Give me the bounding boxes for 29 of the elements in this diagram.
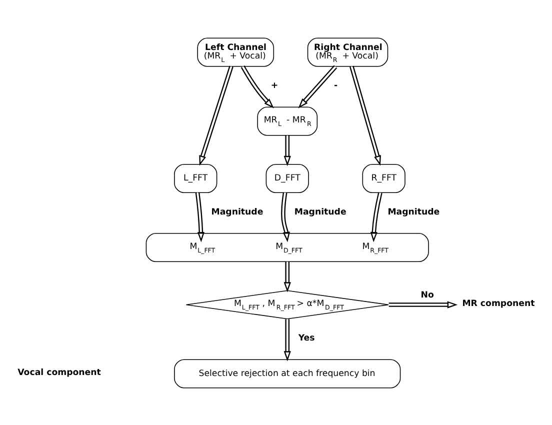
node-box: M$_{L_FFT}$ M$_{D_FFT}$ M$_{R_FFT}$ [146,232,429,262]
edge-label: Magnitude [388,206,440,217]
node-diamond: M$_{L_FFT}$ , M$_{R_FFT}$ > α*M$_{D_FFT}$ [186,290,389,319]
edge-label: - [334,80,338,91]
label: Vocal component [18,368,101,378]
node-text: MR component [462,298,535,309]
node-box: Right Channel (MR$_{R}$ + Vocal) [307,37,388,66]
edge-label: + [270,80,278,91]
node-box: MR$_{L}$ - MR$_{R}$ [257,106,318,136]
node-box: D_FFT [266,164,309,192]
edge-label: Magnitude [294,206,346,217]
edge-label: Yes [298,333,315,344]
arrow [240,64,274,108]
arrow [298,64,338,108]
arrow [199,65,234,166]
arrow [350,65,381,166]
arrow [284,261,291,292]
node-box: Selective rejection at each frequency bin [174,358,401,388]
arrow [280,192,290,242]
arrow [284,135,291,166]
arrow [388,300,458,308]
node-box: L_FFT [174,164,218,192]
edge-label: No [420,290,434,300]
node-box: R_FFT [362,164,406,192]
arrow [195,192,205,242]
edge-label: Magnitude [211,206,264,217]
arrow [370,192,382,242]
arrow [284,318,291,361]
node-box: Left Channel (MR$_{L}$ + Vocal) [197,37,274,66]
